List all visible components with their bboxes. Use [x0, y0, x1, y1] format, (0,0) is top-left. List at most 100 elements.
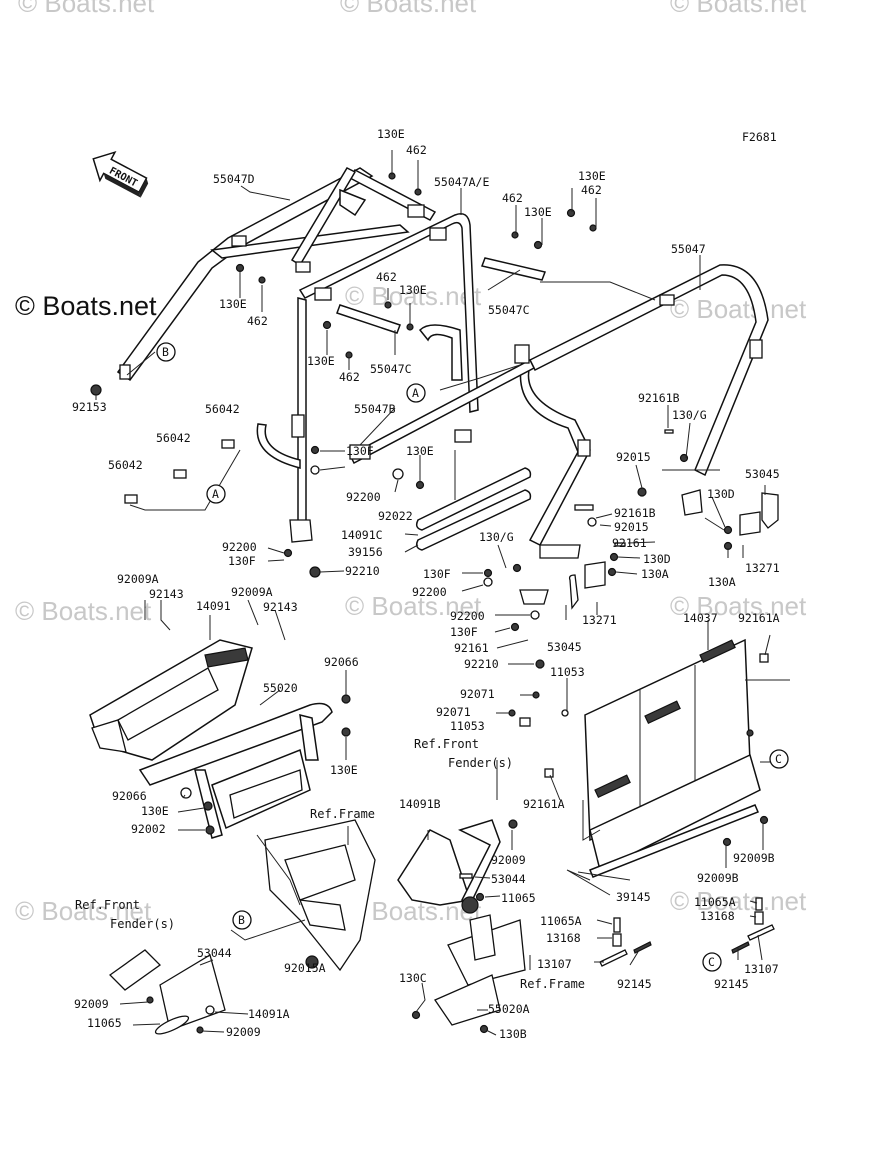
stickers-56042	[124, 439, 241, 511]
callout-c-panel-label: C	[775, 752, 782, 766]
part-label: 130E	[377, 127, 405, 141]
part-label: 92143	[263, 600, 298, 614]
callout-markers: B A A C B C	[156, 342, 789, 972]
part-label: 92015A	[284, 961, 326, 975]
part-label: 13107	[537, 957, 572, 971]
part-label: 53044	[491, 872, 526, 886]
part-label: 462	[581, 183, 602, 197]
part-label: 92200	[412, 585, 447, 599]
part-label: 92071	[460, 687, 495, 701]
part-label: 92066	[324, 655, 359, 669]
callout-b-lower	[232, 910, 252, 930]
part-label: 130E	[578, 169, 606, 183]
part-label: 11065A	[694, 895, 736, 909]
ref-front-fender-2: Ref.Front	[75, 898, 140, 912]
part-label: 92009	[226, 1025, 261, 1039]
callout-c-panel	[769, 749, 789, 769]
part-label: 92161B	[638, 391, 680, 405]
part-label: 11065	[87, 1016, 122, 1030]
callout-a-stickers-label: A	[212, 487, 219, 501]
part-label: 92009A	[231, 585, 273, 599]
rod-parts	[599, 897, 775, 967]
part-label: 55047D	[213, 172, 255, 186]
watermarks: © Boats.net © Boats.net © Boats.net © Bo…	[15, 0, 807, 926]
part-label: 92161A	[738, 611, 780, 625]
watermark-left-3: © Boats.net	[15, 896, 152, 926]
ref-front-fender-2b: Fender(s)	[110, 917, 175, 931]
part-label: 14091A	[248, 1007, 290, 1021]
part-label: 92022	[378, 509, 413, 523]
part-label: 53045	[745, 467, 780, 481]
part-label: 92009B	[697, 871, 739, 885]
part-label: 92153	[72, 400, 107, 414]
watermark-top-left: © Boats.net	[18, 0, 155, 18]
watermark-top-center: © Boats.net	[340, 0, 477, 18]
callout-b-lower-label: B	[238, 913, 245, 927]
part-label: 130E	[141, 804, 169, 818]
callout-a-top-label: A	[412, 386, 419, 400]
part-label: 92009	[491, 853, 526, 867]
part-label: 14091	[196, 599, 231, 613]
part-label: 92143	[149, 587, 184, 601]
fasteners-upper	[90, 172, 733, 669]
ref-labels: Ref.Front Fender(s) Ref.Frame Ref.Front …	[75, 737, 585, 991]
part-label: 92200	[222, 540, 257, 554]
part-label: 55047	[671, 242, 706, 256]
part-label: 130F	[228, 554, 256, 568]
part-label: 92015	[614, 520, 649, 534]
part-label: 92210	[464, 657, 499, 671]
part-label: 53044	[197, 946, 232, 960]
part-label: 13168	[546, 931, 581, 945]
watermark-right-2: © Boats.net	[670, 591, 807, 621]
part-label: 53045	[547, 640, 582, 654]
part-label: 11065A	[540, 914, 582, 928]
part-label: 55047C	[370, 362, 412, 376]
part-label: 92009A	[117, 572, 159, 586]
part-label: 55047A/E	[434, 175, 489, 189]
frame-ref-lower-center	[411, 914, 526, 1034]
part-label: 92161B	[614, 506, 656, 520]
callout-a-top	[406, 383, 426, 403]
part-label: 130E	[524, 205, 552, 219]
part-label: 462	[406, 143, 427, 157]
part-label: 130E	[307, 354, 335, 368]
fender-bits-lower-left	[108, 949, 226, 1035]
part-label: 92210	[345, 564, 380, 578]
part-label: 11053	[550, 665, 585, 679]
part-label: 13168	[700, 909, 735, 923]
rear-screen-14037	[508, 638, 769, 878]
part-label: 130D	[707, 487, 735, 501]
part-label: 130F	[423, 567, 451, 581]
front-bumper-assembly	[89, 639, 351, 839]
ref-frame-2: Ref.Frame	[520, 977, 585, 991]
part-label: 130E	[399, 283, 427, 297]
part-label: 56042	[205, 402, 240, 416]
callout-b-top	[156, 342, 176, 362]
watermark-right: © Boats.net	[670, 294, 807, 324]
part-label: 92066	[112, 789, 147, 803]
part-label: 92009B	[733, 851, 775, 865]
part-label: 92145	[714, 977, 749, 991]
callout-b-top-label: B	[162, 345, 169, 359]
part-label: 55020A	[488, 1002, 530, 1016]
part-label: 130/G	[672, 408, 707, 422]
part-label: 92161A	[523, 797, 565, 811]
part-label: 92071	[436, 705, 471, 719]
part-label: 462	[339, 370, 360, 384]
part-label: 130A	[641, 567, 669, 581]
part-label: 92015	[616, 450, 651, 464]
watermark-right-3: © Boats.net	[670, 886, 807, 916]
part-label: 92200	[450, 609, 485, 623]
roll-cage-assembly	[116, 167, 769, 605]
part-label: 92161	[612, 536, 647, 550]
part-label: 13271	[582, 613, 617, 627]
part-label: 130E	[219, 297, 247, 311]
watermark-left-2: © Boats.net	[15, 596, 152, 626]
part-label: 14037	[683, 611, 718, 625]
part-label: 39145	[616, 890, 651, 904]
leader-lines	[95, 150, 790, 1036]
part-label: 130F	[346, 444, 374, 458]
part-label: 92200	[346, 490, 381, 504]
